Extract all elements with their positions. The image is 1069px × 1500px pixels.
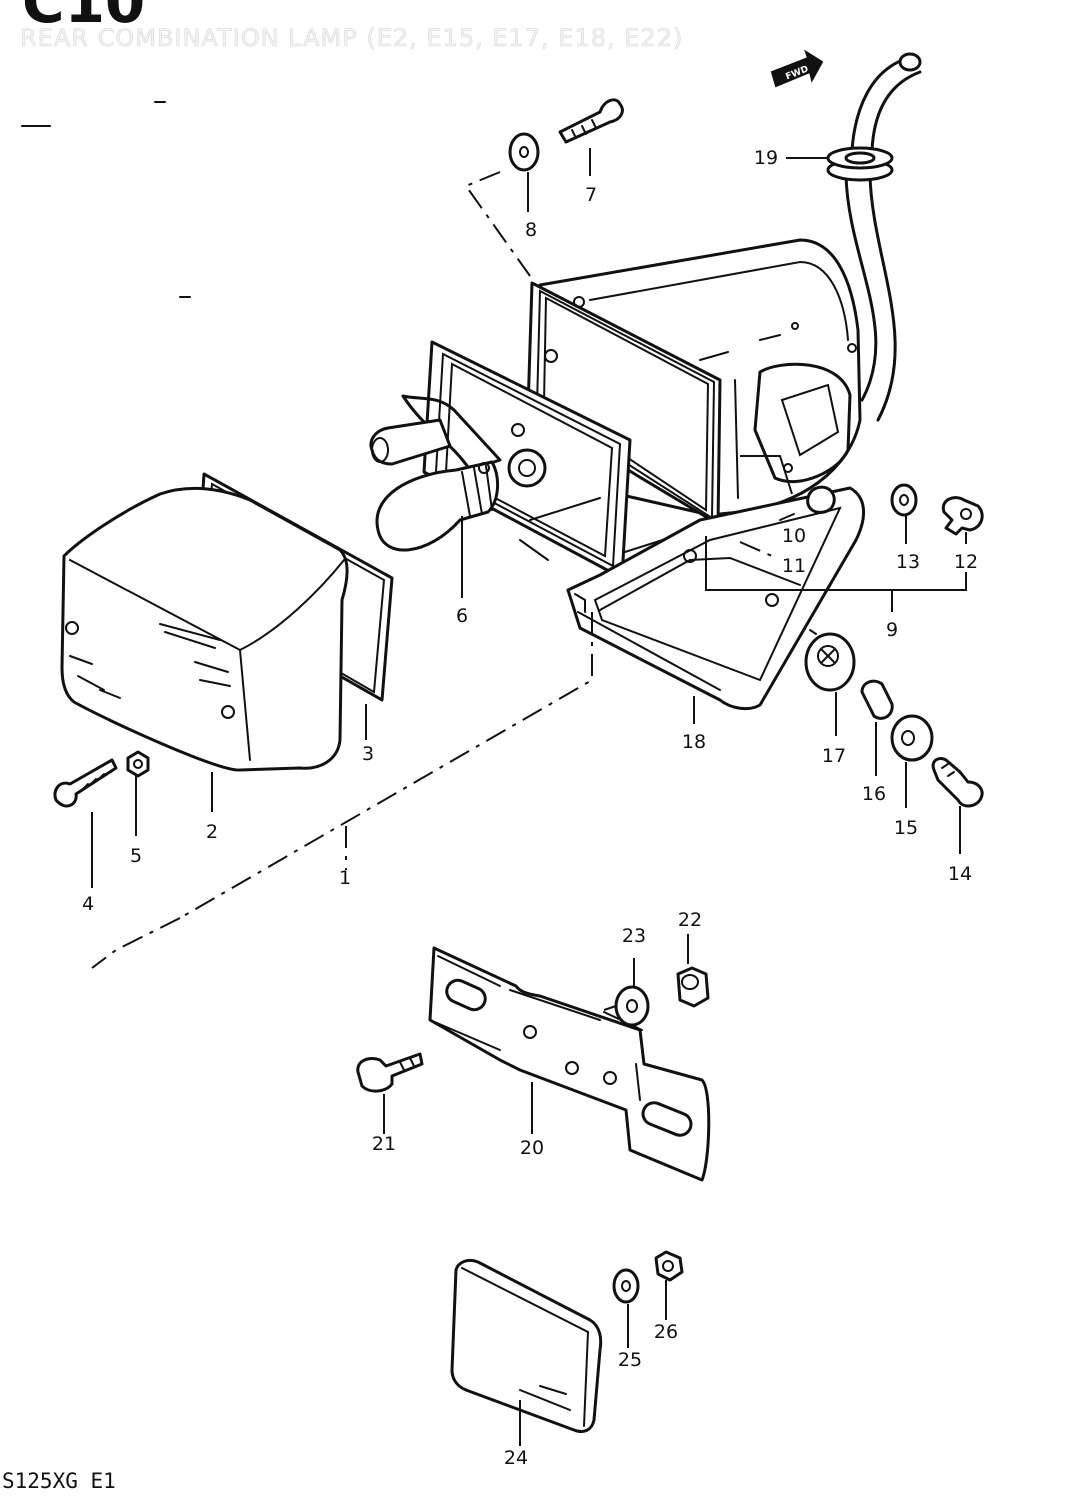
part-label-22: 22 <box>678 909 702 931</box>
part-label-26: 26 <box>654 1321 678 1343</box>
wiring-harness <box>844 52 922 422</box>
diagram-title: REAR COMBINATION LAMP (E2, E15, E17, E18… <box>20 24 683 52</box>
part-label-1: 1 <box>339 867 351 889</box>
bracket-screw <box>356 1052 424 1093</box>
reflector-nut <box>654 1250 684 1282</box>
part-label-11: 11 <box>782 555 806 577</box>
part-label-23: 23 <box>622 925 646 947</box>
bracket-washer <box>614 985 650 1027</box>
screw <box>53 758 118 808</box>
part-label-2: 2 <box>206 821 218 843</box>
part-label-6: 6 <box>456 605 468 627</box>
bulb <box>375 460 499 552</box>
footer-model: S125XG E1 <box>2 1469 116 1493</box>
washer-lower <box>890 714 934 762</box>
part-labels: 1 2 3 4 5 6 7 8 9 10 11 12 13 14 15 16 1… <box>82 147 978 1469</box>
reflector-washer <box>612 1268 640 1304</box>
terminal-screw <box>806 485 836 514</box>
fwd-arrow-icon: FWD <box>770 49 824 88</box>
washer-side <box>890 483 918 517</box>
base-plate <box>566 486 866 711</box>
leader-lines <box>91 148 967 1446</box>
lens <box>60 486 349 772</box>
part-label-8: 8 <box>525 219 537 241</box>
part-label-14: 14 <box>948 863 972 885</box>
part-label-20: 20 <box>520 1137 544 1159</box>
part-label-24: 24 <box>504 1447 528 1469</box>
nut <box>126 750 150 778</box>
grommet <box>826 146 894 182</box>
part-label-4: 4 <box>82 893 94 915</box>
part-label-12: 12 <box>954 551 978 573</box>
mounting-bolt <box>931 756 984 808</box>
part-label-3: 3 <box>362 743 374 765</box>
page-code: C10 <box>22 0 145 36</box>
part-label-10: 10 <box>782 525 806 547</box>
cushion <box>804 632 856 692</box>
part-label-13: 13 <box>896 551 920 573</box>
washer-top <box>508 132 540 172</box>
part-label-9: 9 <box>886 619 898 641</box>
part-label-7: 7 <box>585 184 597 206</box>
collar <box>860 679 894 720</box>
housing-screw <box>558 98 624 144</box>
part-label-21: 21 <box>372 1133 396 1155</box>
bracket-nut <box>676 966 710 1008</box>
mounting-bolt-small <box>941 496 984 536</box>
part-label-19: 19 <box>754 147 778 169</box>
part-label-17: 17 <box>822 745 846 767</box>
part-label-15: 15 <box>894 817 918 839</box>
license-plate-bracket <box>428 946 711 1182</box>
part-label-18: 18 <box>682 731 706 753</box>
part-label-5: 5 <box>130 845 142 867</box>
part-label-25: 25 <box>618 1349 642 1371</box>
part-label-16: 16 <box>862 783 886 805</box>
lamp-socket-frame <box>369 340 701 580</box>
reflector <box>450 1258 603 1434</box>
